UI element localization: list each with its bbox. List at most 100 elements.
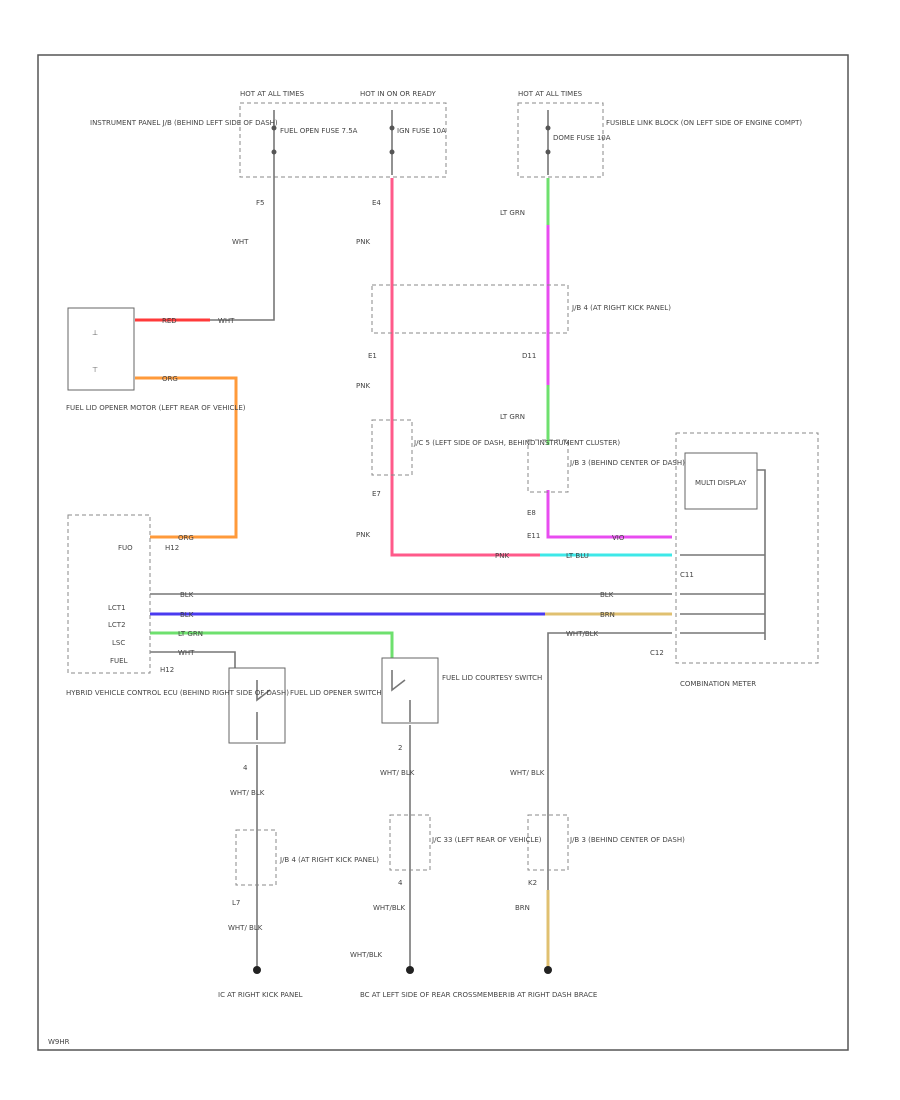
motor-symbol-up: ⊥: [92, 329, 98, 337]
wire-pnk-label-4: PNK: [495, 552, 509, 560]
conn-h12: H12: [165, 544, 179, 552]
wire-whtblk-label-7: WHT/BLK: [350, 951, 383, 959]
jb3-lower-label: J/B 3 (BEHIND CENTER OF DASH): [569, 836, 685, 844]
jb4-upper-label: J/B 4 (AT RIGHT KICK PANEL): [571, 304, 671, 312]
pin-lsc: LSC: [112, 639, 125, 647]
pin-fuo: FUO: [118, 544, 133, 552]
meter-internal-wiring: [680, 469, 766, 640]
fuel-open-fuse: [271, 110, 277, 175]
conn-e7: E7: [372, 490, 381, 498]
wire-org-motor: [135, 376, 238, 539]
jb3-upper-label: J/B 3 (BEHIND CENTER OF DASH): [569, 459, 685, 467]
hot-at-all-times-1: HOT AT ALL TIMES: [240, 90, 305, 98]
wire-pnk-ign: [390, 178, 540, 557]
jc33-label: J/C 33 (LEFT REAR OF VEHICLE): [431, 836, 542, 844]
courtesy-switch-label: FUEL LID COURTESY SWITCH: [442, 674, 542, 682]
pin-lct1: LCT1: [108, 604, 126, 612]
fuel-lid-opener-motor: [67, 307, 135, 391]
fuel-lid-courtesy-switch-box: [381, 657, 439, 724]
wire-wht-label: WHT: [232, 238, 249, 246]
fusible-link-block-label: FUSIBLE LINK BLOCK (ON LEFT SIDE OF ENGI…: [606, 119, 802, 127]
motor-label: FUEL LID OPENER MOTOR (LEFT REAR OF VEHI…: [66, 404, 246, 412]
fusible-link-block-box: [517, 102, 604, 178]
wire-blk-label-2: BLK: [600, 591, 614, 599]
ign-fuse-label: IGN FUSE 10A: [397, 127, 446, 135]
wire-brn-label: BRN: [600, 611, 615, 619]
pin-4b: 4: [398, 879, 403, 887]
wire-wht-motor-label: WHT: [218, 317, 235, 325]
wire-blk-label-1: BLK: [180, 591, 194, 599]
ground-ic-symbol: [253, 966, 261, 974]
ground-ic-label: IC AT RIGHT KICK PANEL: [218, 991, 303, 999]
wire-org-label-2: ORG: [178, 534, 194, 542]
fuel-lid-opener-switch-box: [228, 667, 286, 744]
ground-bc-symbol: [406, 966, 414, 974]
wire-brn-label-2: BRN: [515, 904, 530, 912]
wire-red-label: RED: [162, 317, 177, 325]
conn-e8: E8: [527, 509, 536, 517]
wire-blu-label: BLK: [180, 611, 194, 619]
instrument-panel-jb-label: INSTRUMENT PANEL J/B (BEHIND LEFT SIDE O…: [90, 119, 278, 127]
jb3-lower-box: [527, 814, 569, 871]
jb4-lower-box: [235, 829, 277, 886]
dome-fuse: [545, 110, 551, 175]
jc33-box: [389, 814, 431, 871]
wire-pnk-label-1: PNK: [356, 238, 370, 246]
wire-ltgrn-label-3: LT GRN: [178, 630, 203, 638]
diagram-frame: [37, 54, 849, 1051]
pin-4a: 4: [243, 764, 248, 772]
wire-whtblk-label-3: WHT/ BLK: [380, 769, 415, 777]
wire-whtblk-label-2: WHT/ BLK: [230, 789, 265, 797]
multi-display-label: MULTI DISPLAY: [695, 479, 747, 487]
wire-ltblu-label: LT BLU: [566, 552, 589, 560]
conn-l7: L7: [232, 899, 240, 907]
pin-2: 2: [398, 744, 402, 752]
conn-e4: E4: [372, 199, 381, 207]
pin-lct2: LCT2: [108, 621, 126, 629]
wire-whtblk-label-4: WHT/ BLK: [510, 769, 545, 777]
wire-org-label: ORG: [162, 375, 178, 383]
dome-fuse-label: DOME FUSE 10A: [553, 134, 611, 142]
wire-whtblk-meter: [547, 632, 672, 800]
wire-wht-label-2: WHT: [178, 649, 195, 657]
pin-fuel: FUEL: [110, 657, 128, 665]
hot-in-on-ready: HOT IN ON OR READY: [360, 90, 436, 98]
jb4-upper-box: [371, 284, 569, 334]
hv-ecu-label: HYBRID VEHICLE CONTROL ECU (BEHIND RIGHT…: [66, 689, 289, 697]
hybrid-vehicle-ecu: [67, 514, 151, 674]
conn-k2: K2: [528, 879, 537, 887]
ground-ib-label: IB AT RIGHT DASH BRACE: [508, 991, 597, 999]
wire-whtblk-label-1: WHT/BLK: [566, 630, 599, 638]
wire-vio-lower: [546, 490, 672, 539]
combination-meter-box: [675, 432, 819, 664]
hot-at-all-times-2: HOT AT ALL TIMES: [518, 90, 583, 98]
footer-code: W9HR: [48, 1038, 70, 1046]
wire-pnk-label-3: PNK: [356, 531, 370, 539]
multi-display-box: [684, 452, 758, 510]
wire-pnk-label-2: PNK: [356, 382, 370, 390]
wire-ltgrn-lct: [150, 631, 394, 658]
conn-e1: E1: [368, 352, 377, 360]
conn-d11: D11: [522, 352, 536, 360]
wire-ltgrn-label-1: LT GRN: [500, 209, 525, 217]
wire-wht-fuel-open: [210, 175, 275, 321]
combination-meter-label: COMBINATION METER: [680, 680, 756, 688]
jc5-box: [371, 419, 413, 476]
conn-c11: C11: [680, 571, 694, 579]
instrument-panel-jb-box: [239, 102, 447, 178]
jb3-upper-box: [527, 439, 569, 493]
opener-switch-contact: [256, 680, 271, 740]
jc5-label: J/C 5 (LEFT SIDE OF DASH, BEHIND INSTRUM…: [413, 439, 620, 447]
conn-h12b: H12: [160, 666, 174, 674]
ground-ib-symbol: [544, 966, 552, 974]
fuel-open-fuse-label: FUEL OPEN FUSE 7.5A: [280, 127, 358, 135]
wire-whtblk-label-6: WHT/BLK: [373, 904, 406, 912]
conn-f5: F5: [256, 199, 264, 207]
opener-switch-label: FUEL LID OPENER SWITCH: [290, 689, 382, 697]
ground-bc-label: BC AT LEFT SIDE OF REAR CROSSMEMBER: [360, 991, 508, 999]
conn-c12: C12: [650, 649, 664, 657]
motor-symbol-down: ⊤: [92, 366, 98, 374]
wire-ltgrn-label-2: LT GRN: [500, 413, 525, 421]
ign-fuse: [389, 110, 395, 175]
